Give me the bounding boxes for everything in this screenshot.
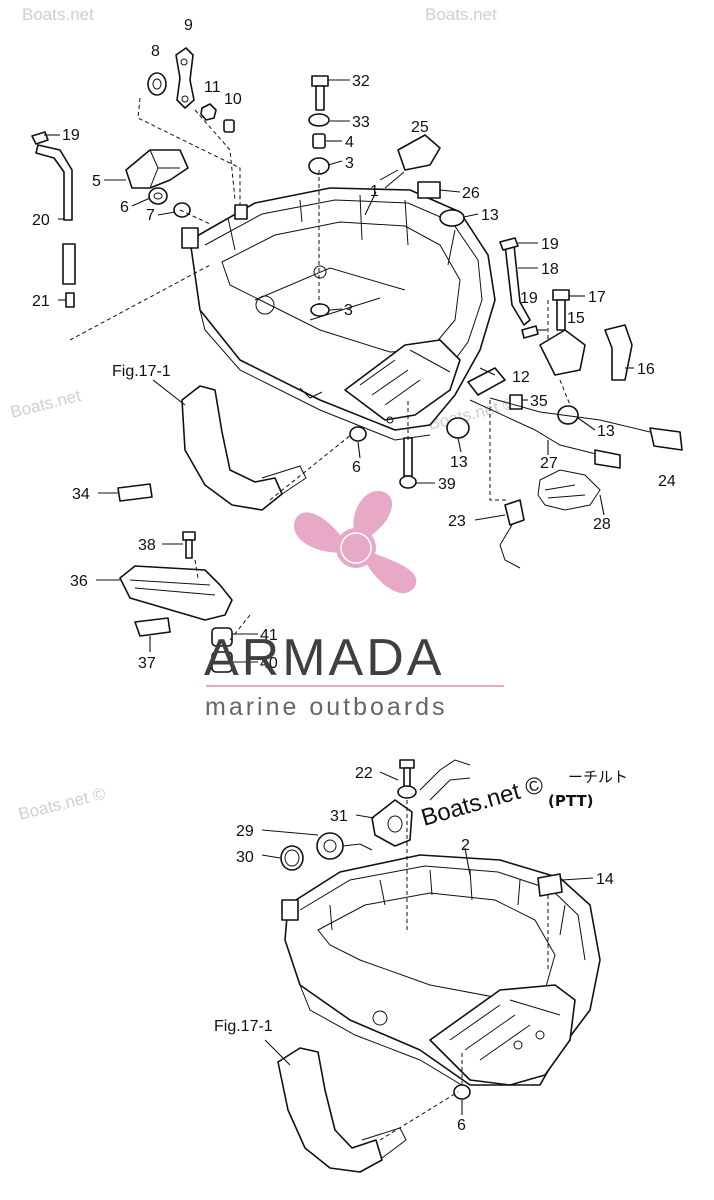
callout-37: 37 (138, 655, 156, 672)
parts-lower (277, 759, 563, 1173)
callout-19a: 19 (62, 127, 80, 144)
callout-14: 14 (596, 871, 614, 888)
callout-39: 39 (438, 476, 456, 493)
callout-30: 30 (236, 849, 254, 866)
bottom-cowling-lower (281, 854, 601, 1091)
callout-19b: 19 (541, 236, 559, 253)
callout-4: 4 (345, 134, 354, 151)
watermark: Boats.net (8, 386, 83, 422)
callout-36: 36 (70, 573, 88, 590)
callout-20: 20 (32, 212, 50, 229)
callout-6b: 6 (352, 459, 361, 476)
parts-upper (31, 47, 683, 673)
callout-3b: 3 (344, 302, 353, 319)
callout-28: 28 (593, 516, 611, 533)
callout-29: 29 (236, 823, 254, 840)
callout-5: 5 (92, 173, 101, 190)
callout-6a: 6 (120, 199, 129, 216)
tilt-note: ーチルト (568, 768, 628, 786)
callout-21: 21 (32, 293, 50, 310)
callout-18: 18 (541, 261, 559, 278)
callout-8: 8 (151, 43, 160, 60)
logo-name: ARMADA (204, 629, 444, 687)
figure-ref-upper: Fig.17-1 (112, 363, 171, 380)
figure-references: Fig.17-1 Fig.17-1 (112, 363, 273, 1035)
watermark: Boats.net (425, 5, 497, 24)
callout-7: 7 (146, 207, 155, 224)
callout-10: 10 (224, 91, 242, 108)
callout-40: 40 (260, 655, 278, 672)
bottom-cowling-upper (181, 187, 496, 441)
callout-13a: 13 (481, 207, 499, 224)
callout-16: 16 (637, 361, 655, 378)
callout-6c: 6 (457, 1117, 466, 1134)
callout-13b: 13 (597, 423, 615, 440)
callout-2: 2 (461, 837, 470, 854)
ptt-note: ーチルト (PTT) (548, 768, 628, 810)
ptt-label: (PTT) (548, 792, 594, 810)
callout-35: 35 (530, 393, 548, 410)
callout-15: 15 (567, 310, 585, 327)
callout-25: 25 (411, 119, 429, 136)
leader-lines (44, 79, 634, 1115)
callout-11: 11 (204, 79, 221, 96)
callout-41: 41 (260, 627, 278, 644)
callout-38: 38 (138, 537, 156, 554)
callout-9: 9 (184, 17, 193, 34)
callout-17: 17 (588, 289, 606, 306)
callout-26: 26 (462, 185, 480, 202)
callout-27: 27 (540, 455, 558, 472)
callout-31: 31 (330, 808, 348, 825)
logo-tagline: marine outboards (205, 693, 448, 721)
callout-32: 32 (352, 73, 370, 90)
callout-12: 12 (512, 369, 530, 386)
callouts: 9 8 11 10 32 33 4 3 25 1 26 13 19 5 6 7 … (32, 17, 676, 1134)
callout-23: 23 (448, 513, 466, 530)
armada-logo: ARMADA marine outboards (204, 491, 504, 721)
callout-22: 22 (355, 765, 373, 782)
connection-lines (69, 97, 571, 1141)
callout-24: 24 (658, 473, 676, 490)
propeller-icon (294, 491, 417, 594)
callout-33: 33 (352, 114, 370, 131)
callout-3a: 3 (345, 155, 354, 172)
boats-net-stamp: Boats.net © (418, 771, 547, 832)
callout-34: 34 (72, 486, 90, 503)
callout-1: 1 (370, 183, 379, 200)
figure-ref-lower: Fig.17-1 (214, 1018, 273, 1035)
watermark: Boats.net © (16, 784, 107, 824)
callout-13c: 13 (450, 454, 468, 471)
callout-19c: 19 (520, 290, 538, 307)
watermark: Boats.net (22, 5, 94, 24)
